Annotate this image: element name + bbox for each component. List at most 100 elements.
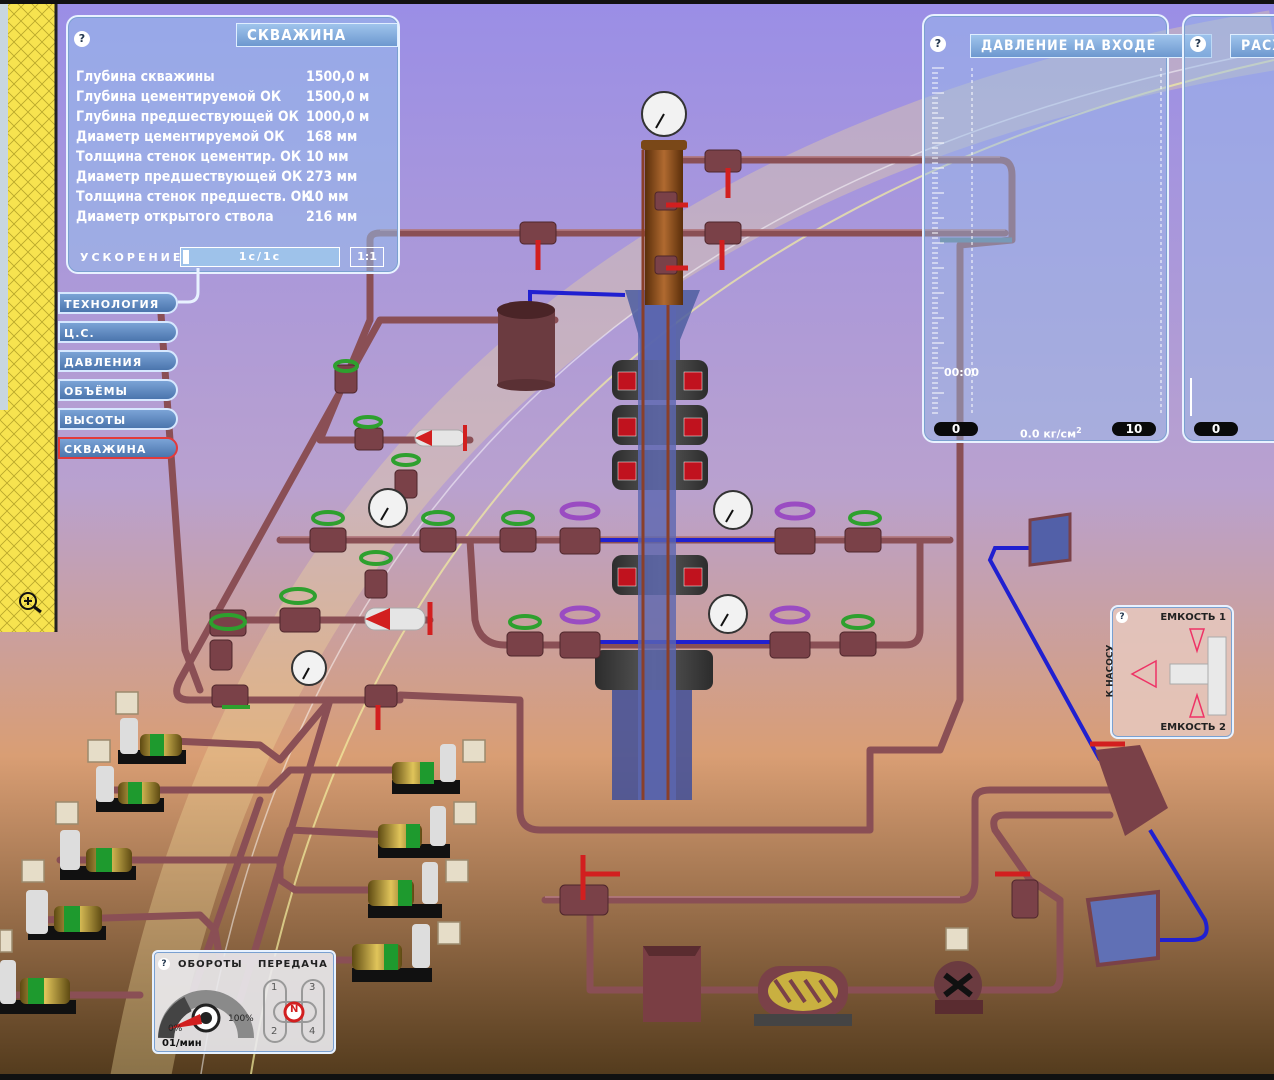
scale-min: 0 — [934, 422, 978, 436]
pressure-value: 0.0 кг/см — [1020, 427, 1077, 441]
rpm-min: 0% — [168, 1024, 183, 1034]
rpm-unit: 01/мин — [162, 1038, 202, 1049]
distribution-block — [1095, 745, 1168, 836]
panel-title: РАСХ — [1230, 34, 1274, 58]
purple-valve-handles — [559, 501, 816, 625]
wellhead — [595, 140, 713, 800]
pump-unit — [352, 924, 432, 982]
pump-unit — [96, 766, 164, 812]
info-icon[interactable]: ? — [930, 36, 946, 52]
nav-button[interactable]: ВЫСОТЫ — [58, 408, 178, 430]
acceleration-value: 1с/1с — [238, 250, 282, 263]
panel-connector — [178, 268, 200, 304]
filter-unit — [754, 966, 852, 1026]
ram-indicators — [617, 371, 703, 587]
centrifugal-pump — [934, 961, 983, 1014]
well-param-row: Глубина скважины 1500,0 м — [76, 67, 369, 87]
gear-neutral[interactable]: N — [290, 1004, 299, 1015]
tank-1-label: ЕМКОСТЬ 1 — [1160, 612, 1226, 623]
pressure-reading: 0.0 кг/см2 — [1020, 424, 1082, 442]
reset-speed-button[interactable]: 1:1 — [350, 247, 384, 267]
acceleration-label: УСКОРЕНИЕ — [80, 251, 184, 264]
nav-button[interactable]: Ц.С. — [58, 321, 178, 343]
rpm-max: 100% — [228, 1014, 254, 1024]
param-value: 168 мм — [306, 129, 358, 145]
rpm-label: ОБОРОТЫ — [178, 959, 243, 970]
pump-unit — [0, 960, 76, 1014]
param-label: Глубина предшествующей ОК — [76, 109, 299, 125]
param-value: 10 мм — [306, 149, 349, 165]
nav-button[interactable]: ОБЪЁМЫ — [58, 379, 178, 401]
unit-sup: 2 — [1076, 426, 1082, 435]
gear-shifter[interactable] — [260, 976, 330, 1048]
flow-trace — [1190, 378, 1192, 416]
pump-units — [0, 718, 460, 1014]
selector-valve[interactable] — [1112, 607, 1232, 737]
panel-title: ДАВЛЕНИЕ НА ВХОДЕ — [970, 34, 1212, 58]
power-icons — [0, 691, 969, 953]
gear-2[interactable]: 2 — [271, 1026, 278, 1037]
cement-tank — [497, 301, 555, 391]
arrow-up-icon — [1188, 628, 1206, 654]
info-icon[interactable]: ? — [74, 31, 90, 47]
param-label: Диаметр предшествующей ОК — [76, 169, 303, 185]
scale-min: 0 — [1194, 422, 1238, 436]
param-value: 216 мм — [306, 209, 358, 225]
param-label: Диаметр цементируемой ОК — [76, 129, 285, 145]
info-icon[interactable]: ? — [158, 958, 170, 970]
inlet-pressure-panel: ? ДАВЛЕНИЕ НА ВХОДЕ 00:00 0 10 0.0 кг/см… — [922, 14, 1212, 443]
well-param-row: Диаметр цементируемой ОК 168 мм — [76, 127, 357, 147]
flow-panel: ? РАСХ 0 — [1182, 14, 1274, 443]
pump-unit — [368, 862, 442, 918]
param-value: 1500,0 м — [306, 69, 370, 85]
param-label: Толщина стенок цементир. ОК — [76, 149, 302, 165]
casing-head — [645, 140, 683, 305]
param-value: 10 мм — [306, 189, 349, 205]
well-param-row: Диаметр открытого ствола 216 мм — [76, 207, 357, 227]
pump-unit — [378, 806, 450, 858]
green-valve-handles — [209, 359, 882, 709]
nav-button[interactable]: ТЕХНОЛОГИЯ — [58, 292, 178, 314]
gear-3[interactable]: 3 — [309, 982, 316, 993]
depth-column — [0, 0, 56, 632]
well-param-row: Толщина стенок предшеств. ОК10 мм — [76, 187, 349, 207]
rpm-gauge[interactable] — [158, 974, 258, 1054]
engine-panel: ? ОБОРОТЫ ПЕРЕДАЧА 0% 100% 01/мин 1 2 3 … — [152, 950, 336, 1054]
pump-unit — [26, 890, 106, 940]
gear-1[interactable]: 1 — [271, 982, 278, 993]
nav-button[interactable]: СКВАЖИНА — [58, 437, 178, 459]
acceleration-slider[interactable]: 1с/1с — [180, 247, 340, 267]
arrow-left-icon — [1130, 659, 1157, 689]
param-value: 1000,0 м — [306, 109, 370, 125]
tank-2-label: ЕМКОСТЬ 2 — [1160, 722, 1226, 733]
zoom-icon[interactable] — [16, 590, 44, 614]
nav-button[interactable]: ДАВЛЕНИЯ — [58, 350, 178, 372]
param-label: Толщина стенок предшеств. ОК — [76, 189, 312, 205]
pressure-scale — [932, 67, 1162, 416]
scale-max: 10 — [1112, 422, 1156, 436]
storage-tank-2 — [1085, 889, 1160, 968]
arrow-down-icon — [1188, 692, 1206, 718]
param-value: 1500,0 м — [306, 89, 370, 105]
gear-4[interactable]: 4 — [309, 1026, 316, 1037]
mixing-tank — [643, 946, 701, 1022]
pump-unit — [392, 744, 460, 794]
info-icon[interactable]: ? — [1116, 611, 1128, 623]
param-label: Глубина скважины — [76, 69, 215, 85]
slider-handle[interactable] — [183, 250, 189, 264]
info-icon[interactable]: ? — [1190, 36, 1206, 52]
param-value: 273 мм — [306, 169, 358, 185]
panel-title: СКВАЖИНА — [236, 23, 398, 47]
pump-unit — [118, 718, 186, 764]
param-label: Диаметр открытого ствола — [76, 209, 274, 225]
time-label: 00:00 — [944, 366, 980, 379]
storage-tank-1 — [1028, 512, 1072, 567]
well-param-row: Глубина предшествующей ОК 1000,0 м — [76, 107, 369, 127]
gear-label: ПЕРЕДАЧА — [258, 959, 328, 970]
pump-unit — [60, 830, 136, 880]
